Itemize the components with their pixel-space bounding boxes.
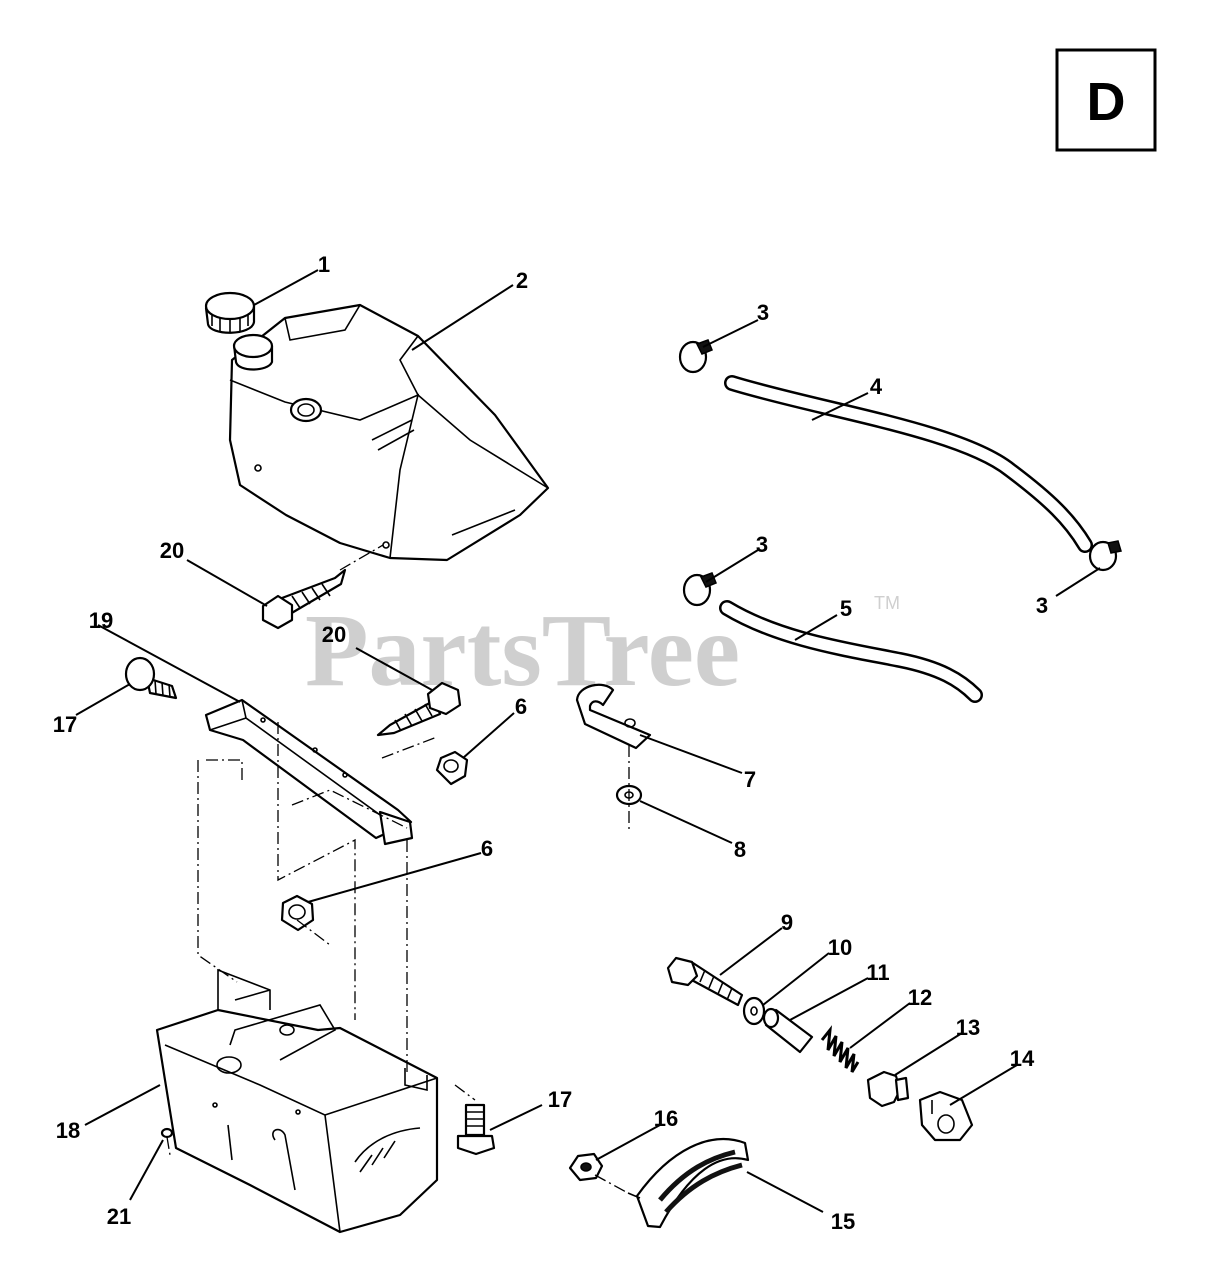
cam-bracket [918, 1090, 974, 1142]
callout-1: 1 [318, 252, 330, 277]
section-badge: D [1055, 48, 1157, 152]
callout-labels: 1 2 3 3 3 4 5 6 6 7 8 9 10 11 12 13 14 1… [53, 252, 1048, 1234]
watermark-trademark: TM [874, 593, 900, 613]
alignment-lines [166, 544, 630, 1194]
spacer-washer [742, 996, 766, 1026]
hose-clamp-top [678, 339, 713, 374]
callout-16: 16 [654, 1106, 678, 1131]
callout-3-right: 3 [1036, 593, 1048, 618]
callout-20-upper: 20 [160, 538, 184, 563]
callout-10: 10 [828, 935, 852, 960]
spacer-tube [762, 1007, 814, 1054]
leader-lines [75, 269, 1101, 1213]
hose-clip [575, 683, 652, 750]
callout-7: 7 [744, 767, 756, 792]
callout-3-middle: 3 [756, 532, 768, 557]
compression-spring [820, 1025, 860, 1073]
callout-21: 21 [107, 1204, 131, 1229]
hex-nut-lower [280, 894, 315, 932]
screw-lower [376, 681, 462, 737]
lock-washer [568, 1152, 604, 1182]
fuel-line-upper [724, 375, 1093, 553]
fuel-tank [228, 303, 550, 562]
callout-2: 2 [516, 268, 528, 293]
watermark-text: PartsTree [305, 593, 740, 708]
height-quadrant [627, 1138, 750, 1229]
callout-8: 8 [734, 837, 746, 862]
carriage-bolt [666, 956, 744, 1007]
callout-13: 13 [956, 1015, 980, 1040]
callout-6-upper: 6 [515, 694, 527, 719]
fuel-cap [204, 291, 256, 334]
callout-9: 9 [781, 910, 793, 935]
bolt-lower [456, 1103, 496, 1156]
watermark: PartsTree TM [305, 593, 900, 708]
callout-5: 5 [840, 596, 852, 621]
support-bracket [204, 698, 414, 846]
callout-6-lower: 6 [481, 836, 493, 861]
bolt-upper [124, 656, 178, 700]
small-screw [160, 1127, 174, 1139]
callout-18: 18 [56, 1118, 80, 1143]
callout-17-lower: 17 [548, 1087, 572, 1112]
callout-3-top: 3 [757, 300, 769, 325]
callout-17-upper: 17 [53, 712, 77, 737]
screw-upper [261, 568, 347, 630]
callout-14: 14 [1010, 1046, 1035, 1071]
callout-19: 19 [89, 608, 113, 633]
callout-12: 12 [908, 985, 932, 1010]
lever-knob [866, 1070, 910, 1108]
section-letter: D [1087, 72, 1126, 132]
callout-15: 15 [831, 1209, 855, 1234]
hex-nut-upper [435, 750, 469, 786]
callout-4: 4 [870, 374, 883, 399]
fuel-line-lower [719, 600, 983, 703]
hose-clamp-right [1088, 540, 1122, 572]
callout-11: 11 [866, 960, 889, 985]
mounting-bracket [155, 968, 439, 1234]
callout-20-lower: 20 [322, 622, 346, 647]
